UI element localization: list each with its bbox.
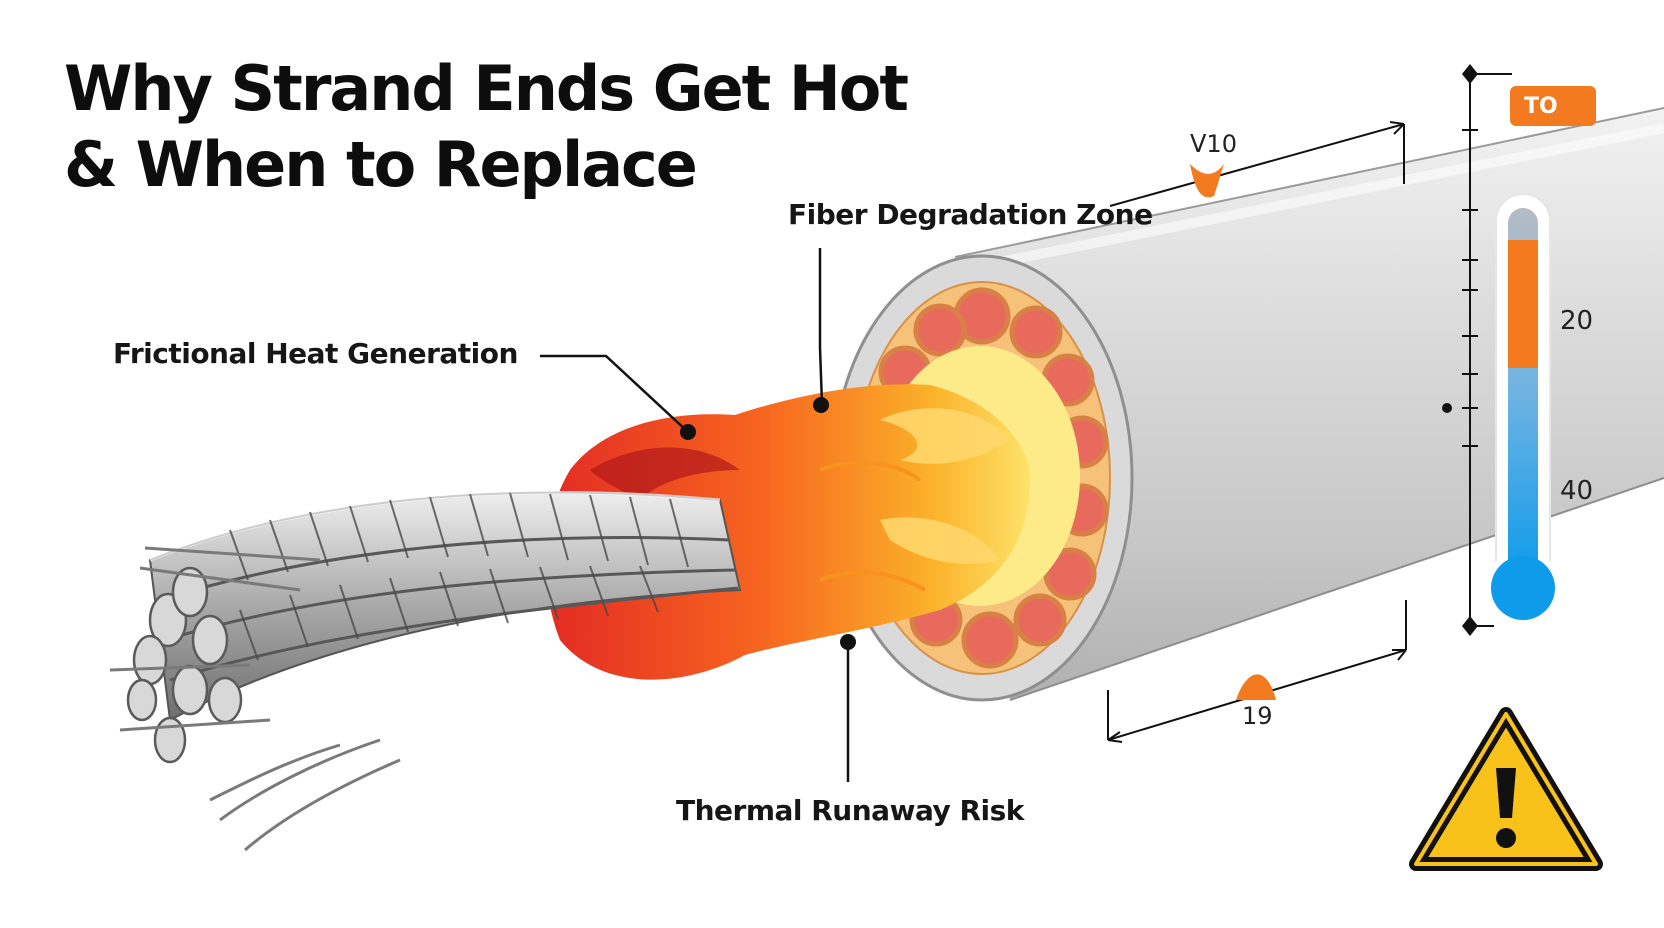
exposed-wire-strands xyxy=(109,491,742,852)
thermometer-icon xyxy=(1485,193,1561,626)
top-dimension-line xyxy=(1109,123,1405,207)
friction-callout-label: Frictional Heat Generation xyxy=(113,337,518,370)
cable-sheath xyxy=(954,107,1664,701)
page-title-line-2: & When to Replace xyxy=(64,128,698,201)
thermal-dot xyxy=(840,634,856,650)
thermometer-mark-lower: 40 xyxy=(1560,476,1594,506)
callout-leaders xyxy=(540,248,850,782)
friction-leader-line xyxy=(540,354,689,433)
strand-ends xyxy=(126,566,243,764)
scale-diamonds xyxy=(1442,64,1478,636)
top-dimension-value: ᐯ10 xyxy=(1190,130,1237,158)
fiber-callout-label: Fiber Degradation Zone xyxy=(788,198,1153,231)
fiber-dot xyxy=(813,397,829,413)
friction-dot xyxy=(680,424,696,440)
loose-wires xyxy=(109,546,401,852)
fiber-leader-line xyxy=(818,248,824,405)
heat-flame-zone xyxy=(546,384,1030,680)
top-dimension-marker xyxy=(1190,164,1224,198)
dimension-lines xyxy=(1107,121,1407,743)
warning-triangle-icon xyxy=(1409,707,1603,871)
page-title-line-1: Why Strand Ends Get Hot xyxy=(64,52,909,125)
thermometer-badge: TO xyxy=(1510,86,1596,126)
callout-dots xyxy=(680,397,856,650)
bottom-dimension-value: 19 xyxy=(1242,702,1273,730)
thermometer-mark-upper: 20 xyxy=(1560,306,1594,336)
bottom-dimension-marker xyxy=(1236,674,1276,700)
thermometer-hot-band xyxy=(1508,240,1538,368)
thermal-callout-label: Thermal Runaway Risk xyxy=(676,794,1024,827)
